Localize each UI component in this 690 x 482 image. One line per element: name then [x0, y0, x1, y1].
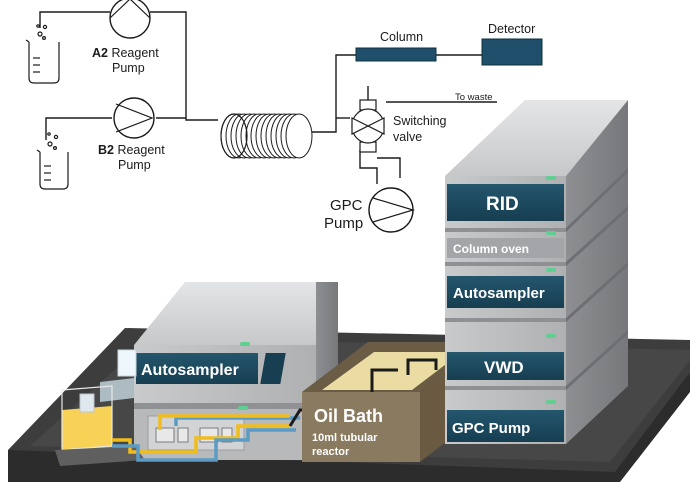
tubing-lines — [39, 11, 497, 184]
switching-valve-label: Switching — [393, 114, 447, 128]
column-icon — [355, 47, 437, 62]
b2-pump-label-line2: Pump — [118, 158, 151, 172]
b2-pump-icon — [113, 97, 155, 139]
oil-bath-line2: reactor — [312, 446, 350, 458]
stack-autosampler-label: Autosampler — [453, 285, 545, 302]
column-oven-led — [546, 231, 556, 235]
detector-icon — [481, 38, 543, 66]
oil-bath-title: Oil Bath — [314, 406, 383, 426]
autosampler-led — [546, 268, 556, 272]
reagent-reservoirs — [55, 349, 145, 466]
a2-pump-label-line2: Pump — [112, 61, 145, 75]
oil-bath-line1: 10ml tubular — [312, 432, 378, 444]
left-autosampler-label: Autosampler — [141, 362, 239, 379]
left-autosampler-led — [240, 342, 250, 346]
gpc-pump-led — [546, 400, 556, 404]
stack-rid-label: RID — [486, 194, 519, 215]
gpc-pump-label: GPC — [330, 197, 363, 214]
stack-vwd-label: VWD — [484, 358, 524, 377]
stack-gpc-pump-label: GPC Pump — [452, 420, 530, 437]
switching-valve-icon — [351, 99, 385, 153]
gpc-pump-label-line2: Pump — [324, 215, 363, 232]
hplc-stack — [445, 100, 628, 444]
reagent-beaker-b2 — [36, 132, 69, 190]
gpc-pump-icon — [368, 187, 416, 233]
b2-pump-label: B2 Reagent — [98, 143, 165, 157]
to-waste-label: To waste — [455, 92, 493, 103]
a2-pump-label: A2 Reagent — [92, 46, 159, 60]
left-pump-led — [238, 406, 248, 410]
detector-label: Detector — [488, 22, 535, 36]
switching-valve-label-line2: valve — [393, 130, 422, 144]
reagent-beaker-a2 — [25, 24, 60, 84]
vwd-led — [546, 334, 556, 338]
coil-reactor-icon — [220, 113, 313, 159]
column-label: Column — [380, 30, 423, 44]
stack-column-oven-label: Column oven — [453, 242, 529, 256]
rid-led — [546, 176, 556, 180]
a2-pump-icon — [109, 0, 151, 39]
